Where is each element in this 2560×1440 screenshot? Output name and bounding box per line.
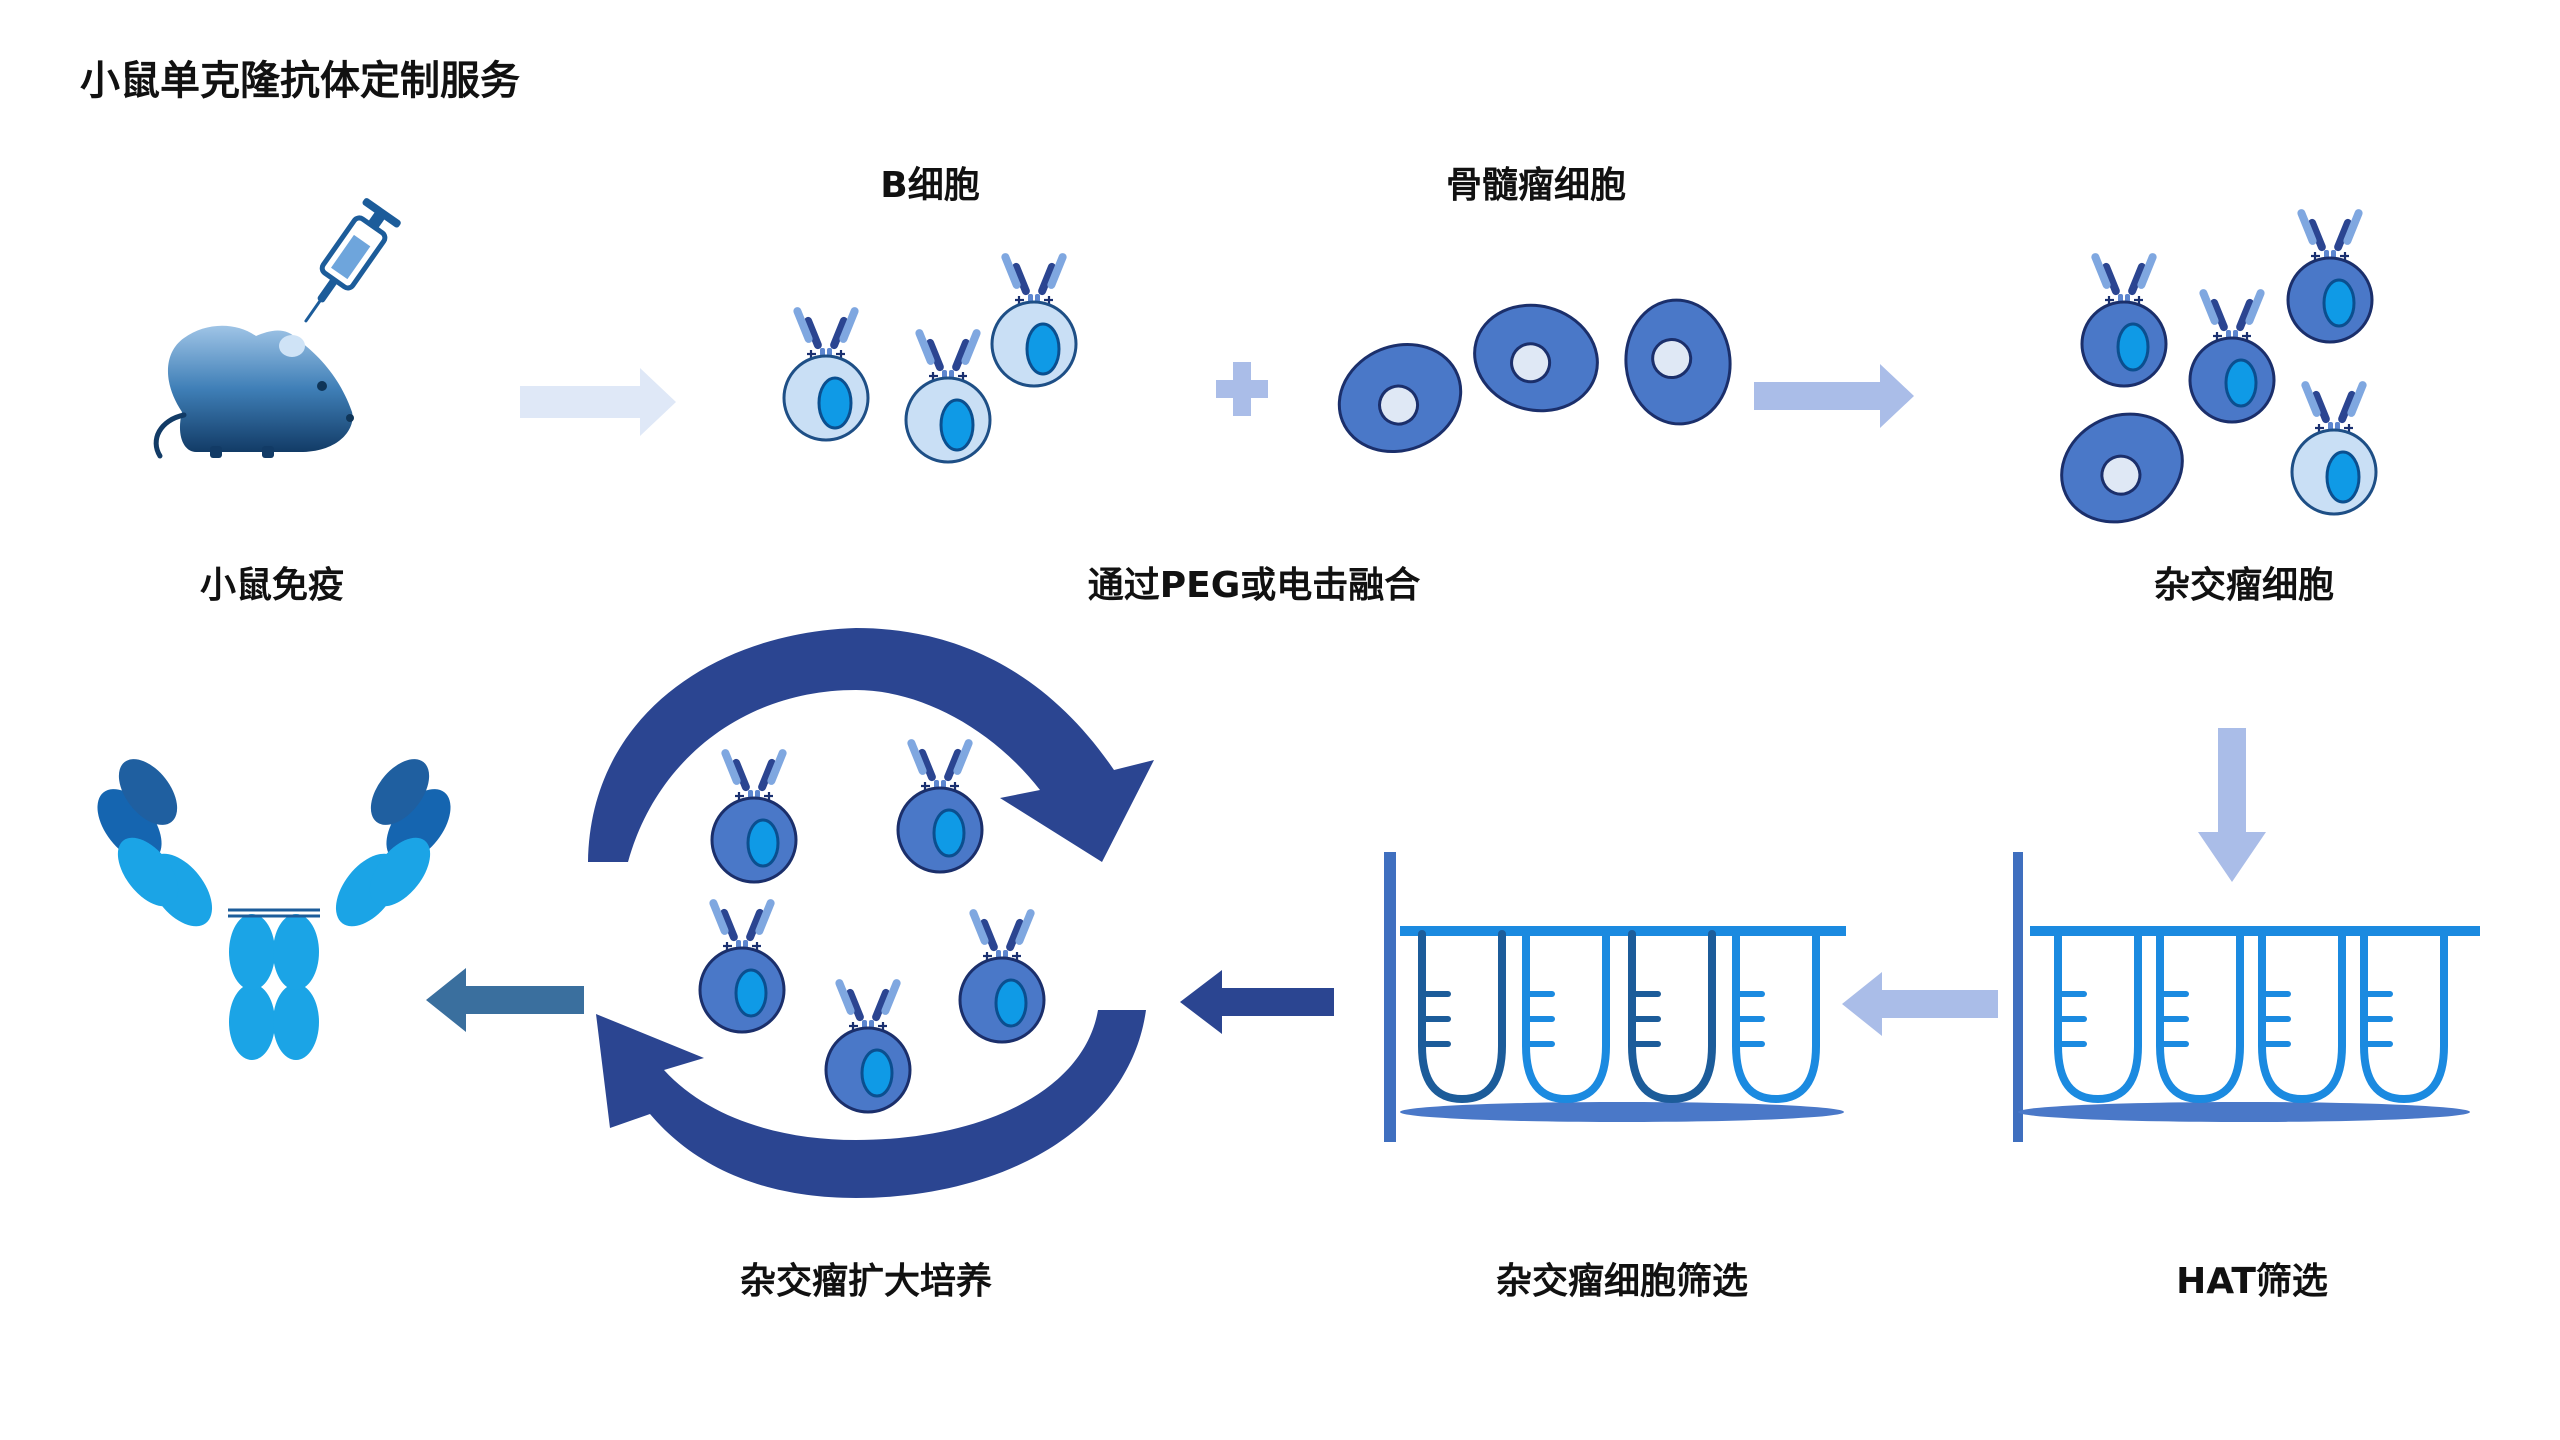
hybridoma-cell-icon bbox=[712, 748, 796, 882]
test-tube-rack-icon bbox=[1384, 852, 1846, 1142]
arrow-icon bbox=[2198, 728, 2266, 882]
b-cell-icon bbox=[784, 306, 868, 440]
hybridoma-cell-icon bbox=[898, 738, 982, 872]
antibody-icon bbox=[97, 759, 451, 1060]
hybridoma-cell-icon bbox=[2082, 252, 2166, 386]
test-tube-rack-icon bbox=[2013, 852, 2480, 1142]
label-hybridoma-expansion: 杂交瘤扩大培养 bbox=[739, 1261, 993, 1302]
arrow-icon bbox=[1180, 970, 1334, 1034]
label-myeloma-cell: 骨髓瘤细胞 bbox=[1445, 165, 1627, 206]
myeloma-cell-icon bbox=[2042, 393, 2202, 543]
label-fusion: 通过PEG或电击融合 bbox=[1087, 565, 1421, 606]
label-hybridoma-cell: 杂交瘤细胞 bbox=[2153, 565, 2335, 606]
b-cell-icon bbox=[906, 328, 990, 462]
label-hybridoma-screening: 杂交瘤细胞筛选 bbox=[1495, 1261, 1749, 1302]
hybridoma-cell-icon bbox=[960, 908, 1044, 1042]
hybridoma-cell-icon bbox=[700, 898, 784, 1032]
mouse-icon bbox=[153, 325, 354, 459]
hybridoma-cell-icon bbox=[2190, 288, 2274, 422]
label-mouse-immunization: 小鼠免疫 bbox=[199, 565, 345, 606]
myeloma-cell-icon bbox=[1321, 325, 1479, 471]
hybridoma-cell-icon bbox=[2288, 208, 2372, 342]
b-cell-icon bbox=[2292, 380, 2376, 514]
cycle-arrows-icon bbox=[588, 628, 1154, 1198]
plus-icon bbox=[1216, 362, 1268, 416]
arrow-icon bbox=[1842, 972, 1998, 1036]
label-hat-selection: HAT筛选 bbox=[2176, 1261, 2328, 1302]
page-title: 小鼠单克隆抗体定制服务 bbox=[80, 58, 520, 104]
label-b-cell: B细胞 bbox=[880, 165, 980, 206]
myeloma-cell-icon bbox=[1461, 290, 1611, 426]
b-cell-icon bbox=[992, 252, 1076, 386]
hybridoma-cell-icon bbox=[826, 978, 910, 1112]
arrow-icon bbox=[426, 968, 584, 1032]
arrow-icon bbox=[1754, 364, 1914, 428]
arrow-icon bbox=[520, 368, 676, 436]
syringe-icon bbox=[304, 198, 401, 323]
myeloma-cell-icon bbox=[1619, 294, 1737, 430]
